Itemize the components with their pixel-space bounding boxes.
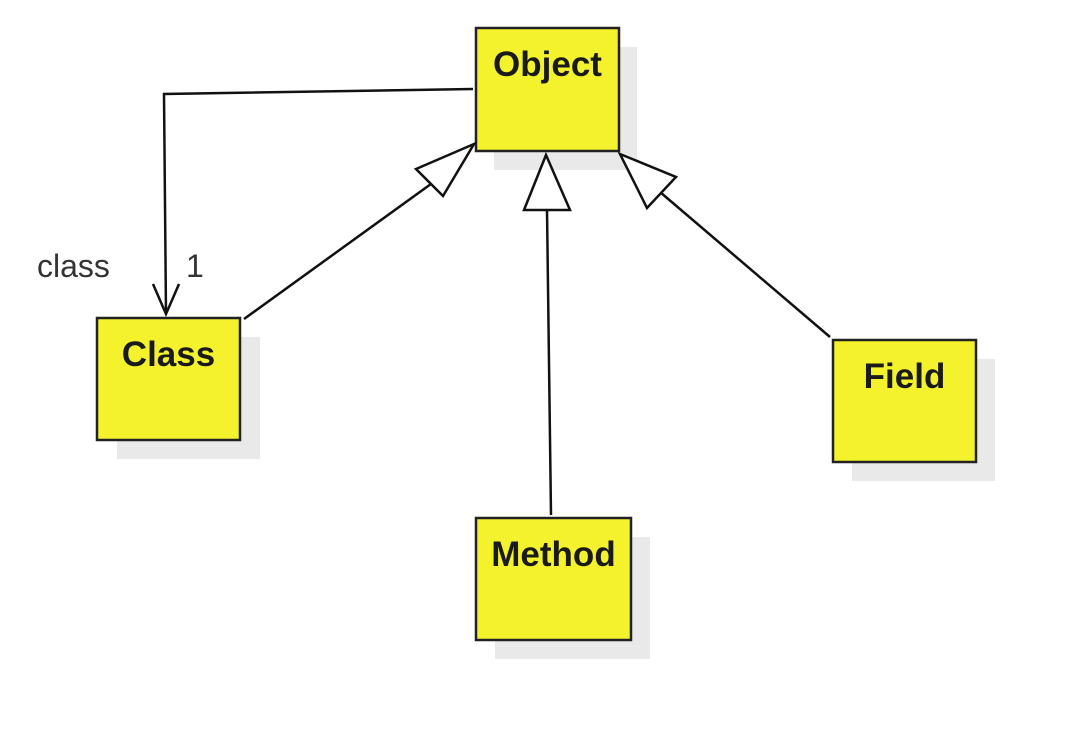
generalization-class-hollow-triangle [413,141,478,199]
field-class-box[interactable]: Field [831,338,978,464]
generalization-method-object[interactable] [522,151,572,516]
method-class-box[interactable]: Method [474,516,633,642]
generalization-field-object[interactable] [617,151,831,338]
association-open-arrowhead [151,283,181,318]
class-class-box[interactable]: Class [95,316,242,442]
field-class-rect [831,338,978,464]
generalization-field-line [659,191,831,338]
field-class-name: Field [864,357,946,396]
class-class-name: Class [122,335,215,374]
association-multiplicity-label: 1 [186,248,204,284]
object-class-box[interactable]: Object [474,26,621,153]
generalization-class-line [243,174,443,321]
object-class-rect [474,26,621,153]
generalization-class-object[interactable] [243,141,478,321]
generalization-method-hollow-triangle [522,151,572,212]
association-role-label: class [37,248,110,284]
association-object-class[interactable] [151,87,474,318]
method-class-name: Method [491,535,615,574]
association-line [162,87,474,315]
generalization-method-line [545,209,553,516]
class-class-rect [95,316,242,442]
method-class-rect [474,516,633,642]
object-class-name: Object [493,45,602,84]
generalization-field-hollow-triangle [617,151,679,211]
